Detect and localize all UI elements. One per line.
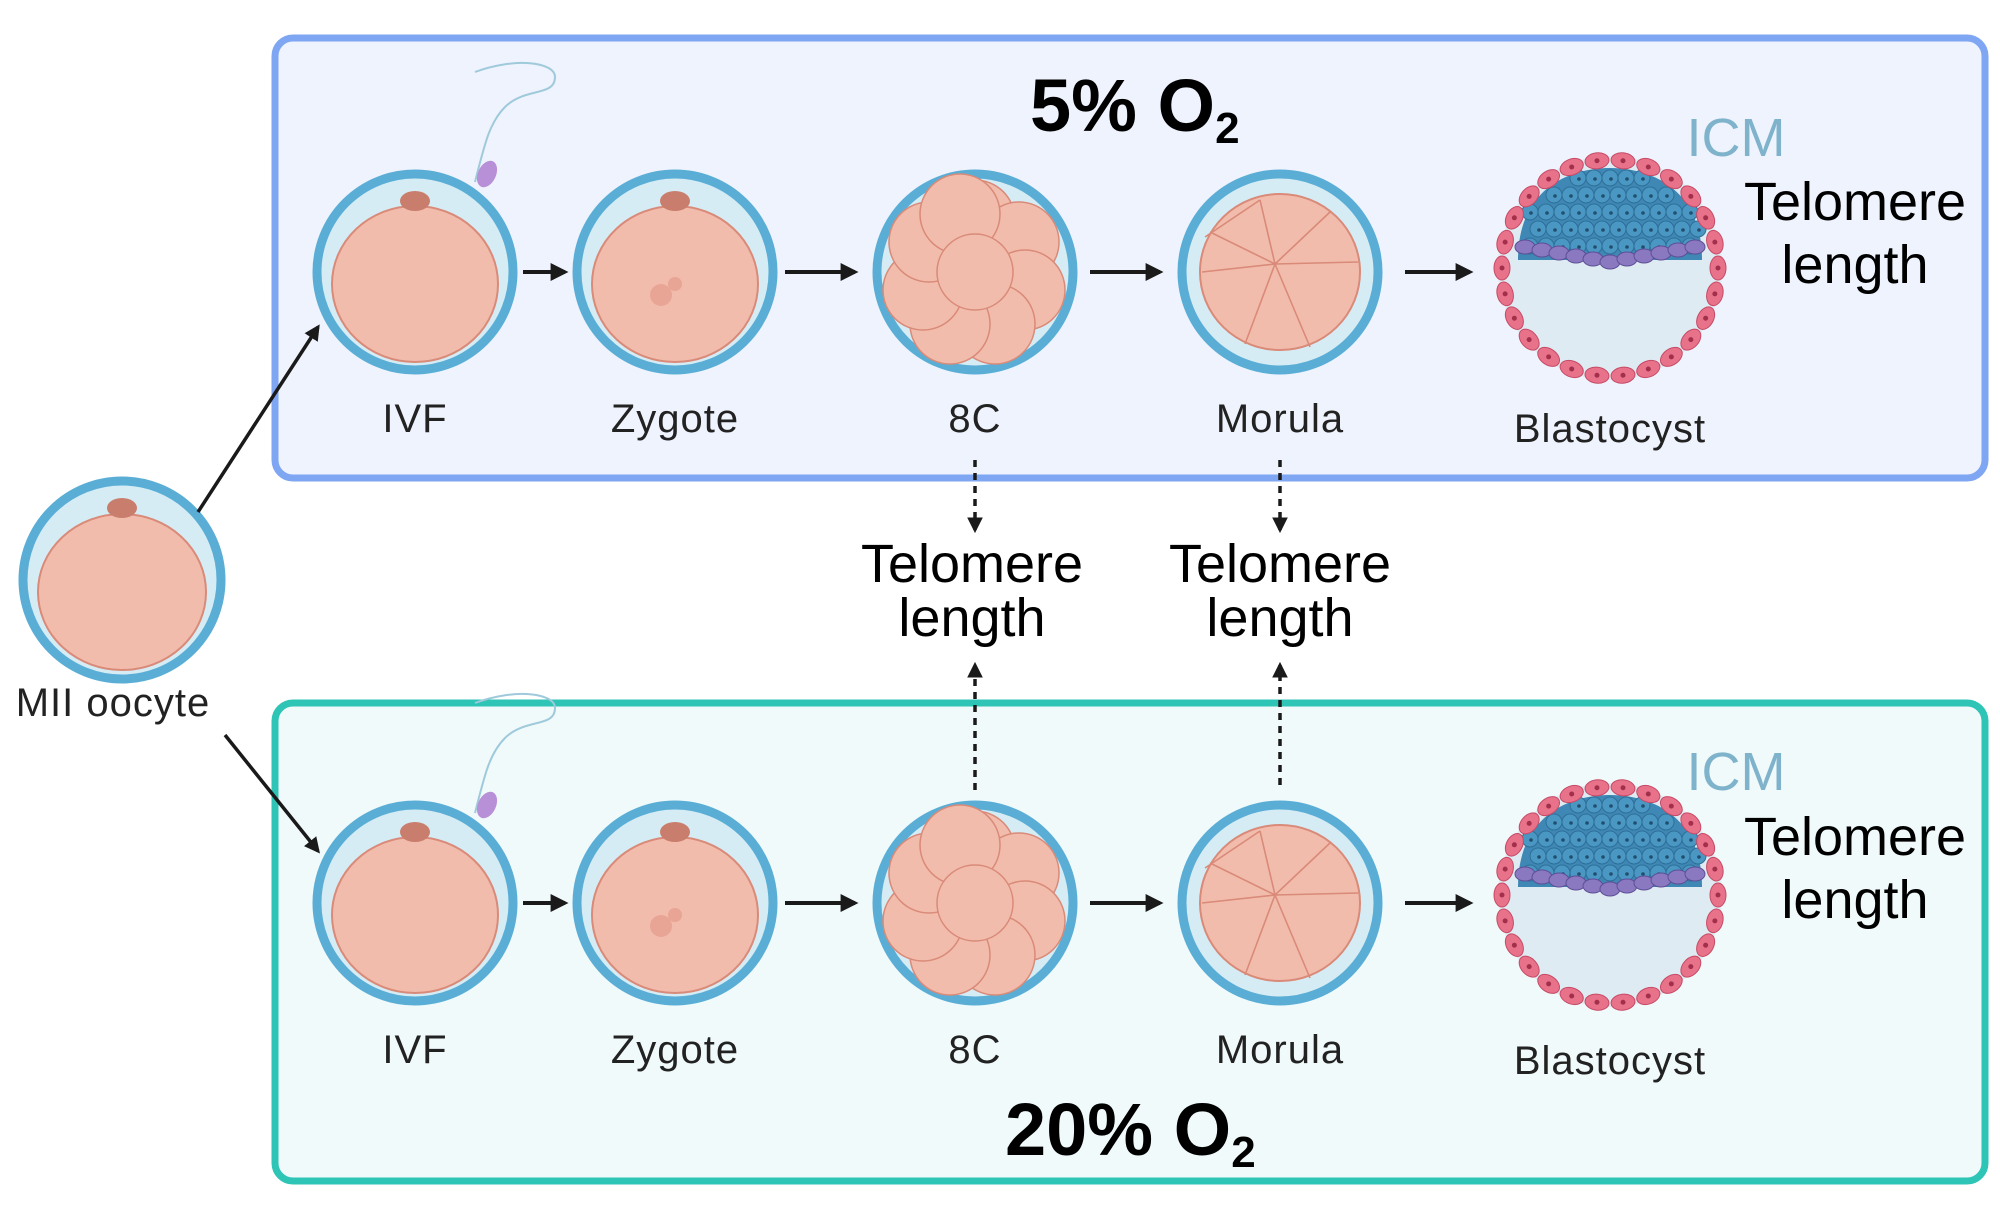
bottom-stage-label-zygote: Zygote (611, 1028, 739, 1072)
blastocyst-icon (1493, 779, 1727, 1011)
zygote-icon (572, 169, 778, 375)
eight-cell-icon (872, 800, 1078, 1006)
bottom-stage-row (312, 692, 1727, 1011)
top-icm-label: ICM (1687, 108, 1786, 168)
bottom-icm-label: ICM (1687, 742, 1786, 802)
mii-oocyte-icon (18, 476, 226, 684)
arrow-oocyte-to-bottom (223, 733, 320, 854)
blastocyst-icon (1493, 152, 1727, 384)
ivf-icon (312, 61, 557, 375)
top-stage-label-zygote: Zygote (611, 397, 739, 441)
ivf-icon (312, 692, 557, 1006)
top-telomere-line1: Telomere (1744, 172, 1966, 232)
bottom-stage-label-ivf: IVF (382, 1028, 447, 1072)
top-stage-row (312, 61, 1727, 384)
top-stage-label-blastocyst: Blastocyst (1514, 407, 1706, 451)
morula-icon (1177, 800, 1383, 1006)
middle-telomere-morula-line2: length (1206, 588, 1353, 648)
bottom-stage-label-morula: Morula (1216, 1028, 1344, 1072)
middle-telomere-morula-line1: Telomere (1169, 534, 1391, 594)
bottom-stage-label-8c: 8C (948, 1028, 1001, 1072)
sperm-icon (474, 61, 557, 188)
sperm-icon (474, 692, 557, 819)
panel-title-bottom: 20% O2 (1005, 1088, 1256, 1177)
top-stage-label-8c: 8C (948, 397, 1001, 441)
top-stage-label-morula: Morula (1216, 397, 1344, 441)
top-stage-label-ivf: IVF (382, 397, 447, 441)
bottom-telomere-line2: length (1781, 870, 1928, 930)
bottom-telomere-line1: Telomere (1744, 807, 1966, 867)
bottom-stage-label-blastocyst: Blastocyst (1514, 1039, 1706, 1083)
panel-title-top: 5% O2 (1030, 64, 1240, 153)
middle-telomere-8c-line1: Telomere (861, 534, 1083, 594)
zygote-icon (572, 800, 778, 1006)
top-telomere-line2: length (1781, 235, 1928, 295)
morula-icon (1177, 169, 1383, 375)
middle-telomere-8c-line2: length (898, 588, 1045, 648)
arrow-oocyte-to-top (196, 324, 320, 513)
eight-cell-icon (872, 169, 1078, 375)
mii-oocyte-label: MII oocyte (16, 681, 211, 725)
